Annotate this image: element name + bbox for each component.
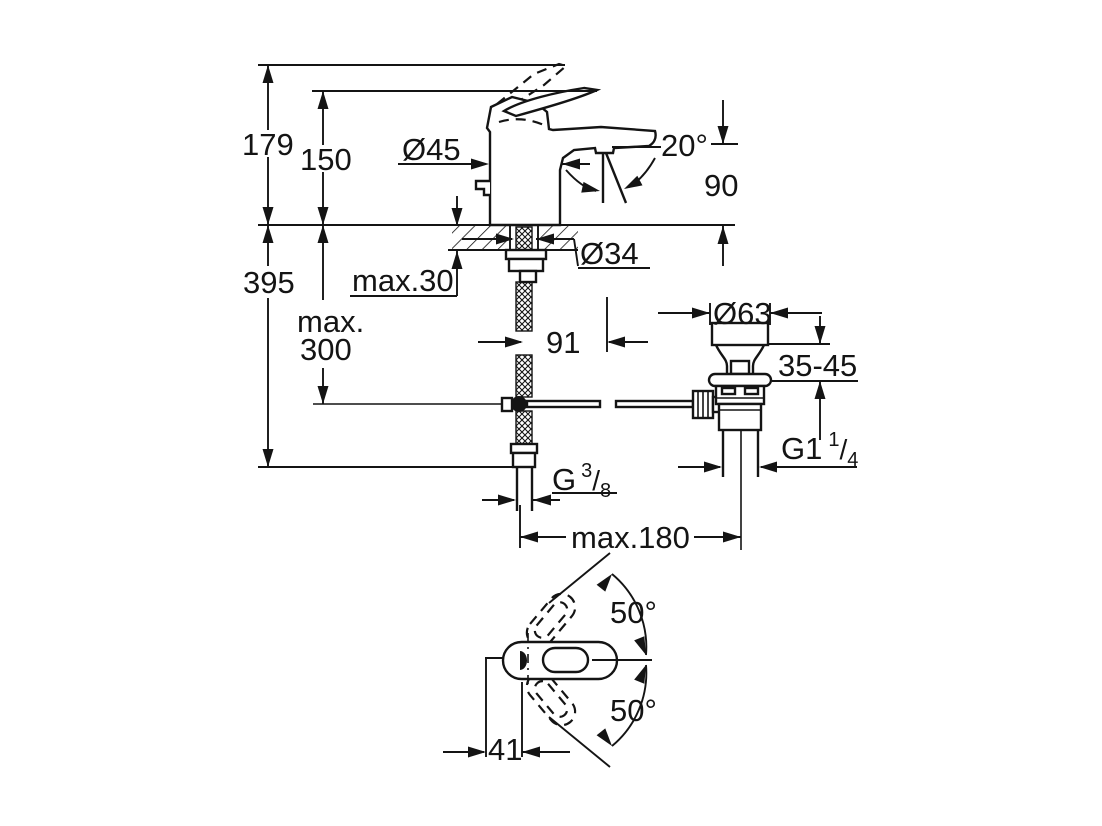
mounting-washer <box>504 248 548 261</box>
dim-waste-distance-label: max.180 <box>571 520 690 555</box>
supply-thread-slash: / <box>592 465 600 496</box>
dim-spray-angle-label: 20° <box>661 128 708 163</box>
dim-outlet-offset: 41 <box>443 658 570 767</box>
stream-angled-line <box>604 152 628 204</box>
lever-pivot-dash <box>498 118 547 127</box>
waste-thread-prefix: G1 <box>781 431 822 466</box>
dim-lever-height-label: 150 <box>300 142 352 177</box>
waste-thread-numerator: 1 <box>828 429 839 451</box>
hose-nut-flange <box>509 442 539 455</box>
dim-waste-flange: Ø63 <box>658 296 822 331</box>
faucet-lever <box>501 86 602 118</box>
waste-cap <box>710 321 770 347</box>
supply-thread-denominator: 8 <box>600 480 611 502</box>
dim-waste-deck-range-label: 35-45 <box>778 348 857 383</box>
waste-stem <box>729 359 751 376</box>
supply-thread-prefix: G <box>552 462 576 497</box>
dim-waste-thread-label: G1 1/4 <box>781 429 858 471</box>
supply-thread-numerator: 3 <box>581 460 592 482</box>
dim-150-max300: 150 max. 300 <box>297 90 597 404</box>
dim-waste-thread: G1 1/4 <box>678 429 858 473</box>
handle-top-outline <box>541 646 590 674</box>
faucet-body-outline <box>485 95 657 227</box>
dim-spray-angle: 20° <box>565 128 708 193</box>
dim-hose-reach-label-line1: max. <box>297 304 364 339</box>
dim-spout-projection-label: 91 <box>546 325 580 360</box>
rod-clamp <box>500 396 514 413</box>
dim-spout-projection: 91 <box>478 297 648 360</box>
waste-thread-slash: / <box>839 434 847 465</box>
handle-position-down <box>525 671 577 727</box>
waste-thread-denominator: 4 <box>847 449 858 471</box>
dim-spout-height-label: 90 <box>704 168 738 203</box>
dim-spout-height: 90 <box>704 100 738 266</box>
dim-hose-reach-label-line2: 300 <box>300 332 352 367</box>
dim-waste-deck-range: 35-45 <box>768 316 858 440</box>
counter-hatch-left <box>452 226 510 249</box>
outlet-mark <box>520 651 528 670</box>
threaded-hose-segments <box>515 226 533 445</box>
dim-body-diameter: Ø45 <box>398 132 590 170</box>
dim-total-depth-label: 395 <box>243 265 295 300</box>
hose-connection-nut <box>511 451 537 469</box>
dim-deck-thickness: max.30 <box>350 196 463 298</box>
counter-hatch-right <box>538 226 578 249</box>
dim-deck-thickness-label: max.30 <box>352 263 454 298</box>
mounting-nut <box>507 257 545 273</box>
shank-collar <box>518 269 538 284</box>
dim-waste-distance: max.180 <box>519 505 741 555</box>
dim-swivel-angles: 50° 50° <box>548 552 657 768</box>
dim-swivel-down-label: 50° <box>610 693 657 728</box>
popup-waste-assembly <box>707 321 773 550</box>
popup-rod <box>313 389 724 420</box>
dim-hole-diameter: Ø34 <box>462 233 650 271</box>
popup-rod-knob <box>474 179 490 197</box>
dim-179-395: 179 395 <box>242 64 565 468</box>
dim-swivel-up-label: 50° <box>610 595 657 630</box>
rod-ball-joint <box>511 396 527 412</box>
waste-seal-flange <box>707 372 773 388</box>
dim-outlet-offset-label: 41 <box>488 732 522 767</box>
faucet-top-view <box>485 592 652 727</box>
waste-lower-body <box>717 402 763 432</box>
mounting-shank-and-hose <box>504 226 548 511</box>
dim-body-diameter-label: Ø45 <box>402 132 461 167</box>
dim-waste-flange-label: Ø63 <box>713 296 772 331</box>
handle-raised-outline <box>496 62 569 106</box>
dim-hole-diameter-label: Ø34 <box>580 236 639 271</box>
dim-total-height-label: 179 <box>242 127 294 162</box>
faucet-side-view <box>474 62 657 227</box>
handle-position-up <box>525 592 577 648</box>
